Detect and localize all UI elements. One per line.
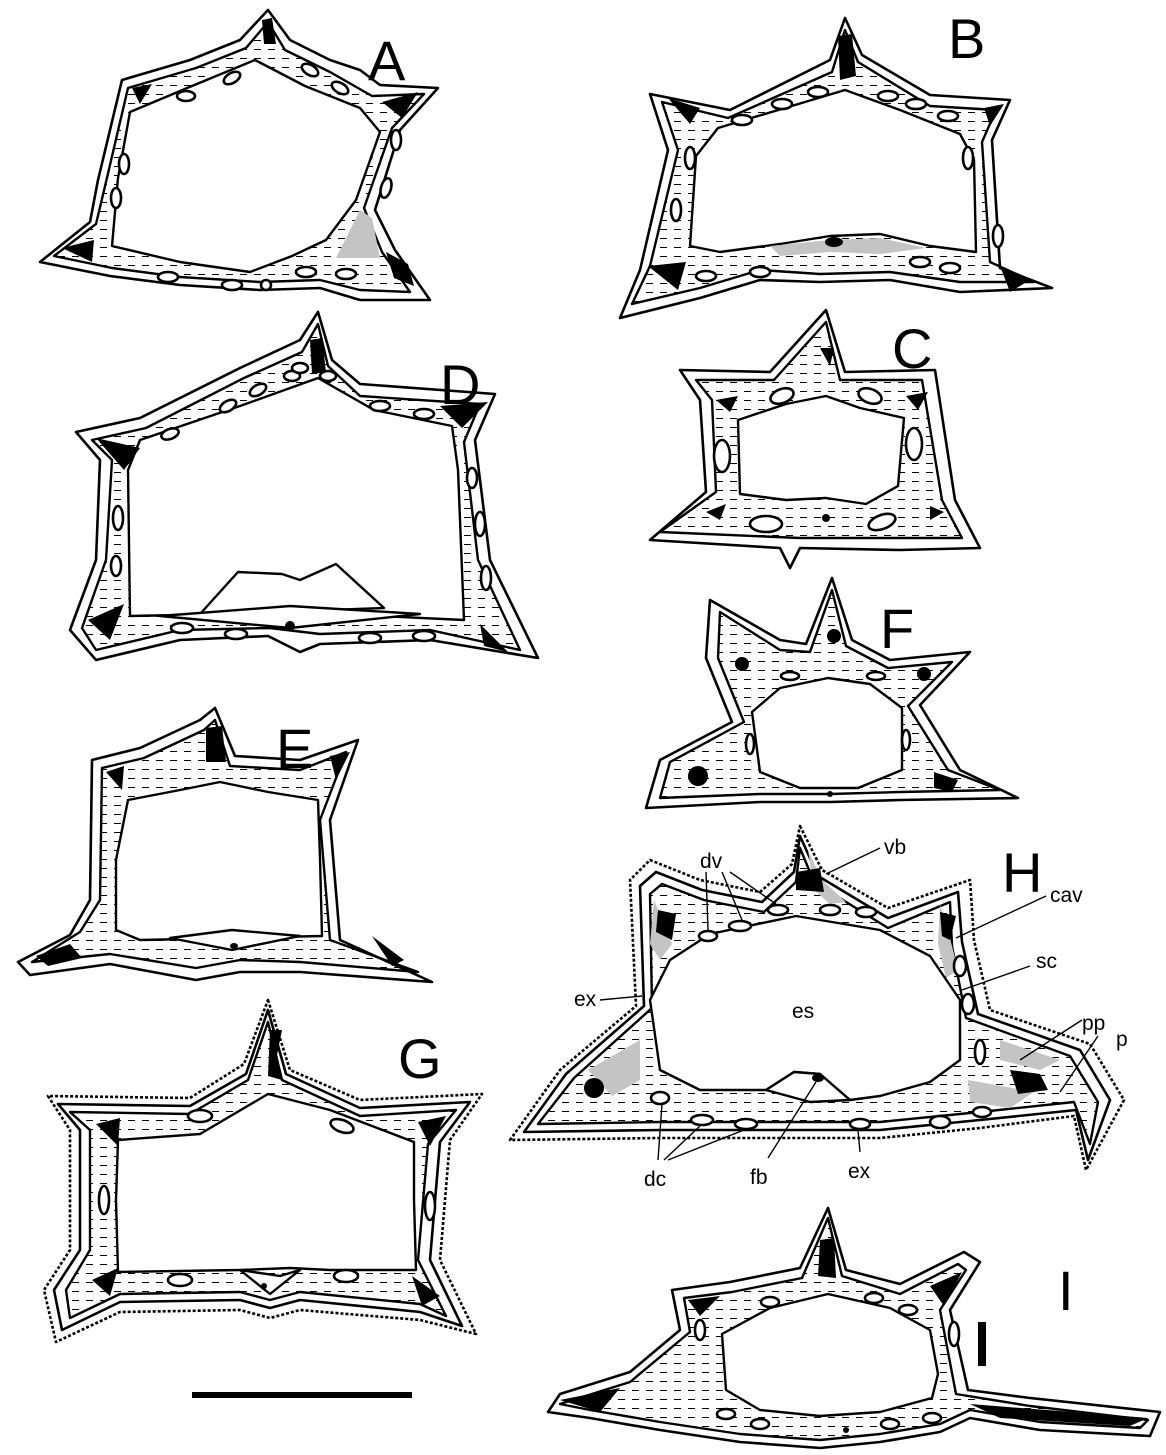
label-vb: vb	[884, 836, 906, 859]
section-d: D	[70, 312, 538, 660]
label-dc: dc	[644, 1168, 666, 1191]
section-a: A	[40, 10, 438, 300]
section-h: H vb dv cav sc ex es pp p dc fb ex	[510, 826, 1128, 1191]
section-i: I	[548, 1208, 1160, 1448]
section-f: F	[646, 578, 1018, 808]
panel-label-c: C	[892, 317, 932, 380]
label-cav: cav	[1050, 884, 1083, 907]
label-sc: sc	[1036, 950, 1057, 973]
label-ex-left: ex	[574, 988, 597, 1011]
panel-label-a: A	[368, 29, 406, 92]
label-dv: dv	[700, 850, 723, 873]
section-c: C	[650, 310, 980, 568]
panel-label-f: F	[880, 597, 914, 660]
panel-i-marker	[978, 1322, 986, 1366]
panel-label-h: H	[1002, 841, 1042, 904]
label-fb: fb	[750, 1166, 768, 1189]
panel-label-g: G	[398, 1027, 442, 1090]
section-b: B	[620, 7, 1052, 318]
label-es: es	[792, 1000, 814, 1023]
panel-label-b: B	[948, 7, 985, 70]
panel-label-i: I	[1058, 1259, 1074, 1322]
panel-label-d: D	[440, 353, 480, 416]
panel-label-e: E	[276, 717, 313, 780]
label-pp: pp	[1082, 1012, 1105, 1035]
section-e: E	[18, 708, 432, 982]
label-ex-bottom: ex	[848, 1160, 871, 1183]
label-p: p	[1116, 1028, 1128, 1051]
section-g: G	[44, 1000, 482, 1342]
